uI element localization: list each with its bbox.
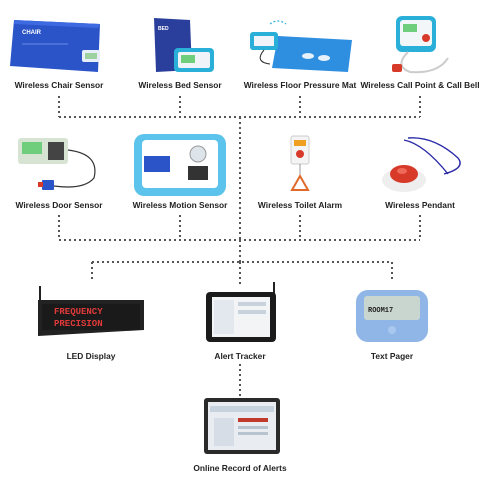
pendant-icon (382, 137, 461, 192)
pad-text: CHAIR (22, 30, 42, 36)
label-toilet-alarm: Wireless Toilet Alarm (257, 200, 343, 210)
chair-sensor-pad-icon: CHAIR (10, 20, 100, 72)
label-door-sensor: Wireless Door Sensor (15, 200, 103, 210)
motion-sensor-icon (134, 134, 226, 196)
label-text-pager: Text Pager (370, 351, 414, 361)
led-line2: PRECISION (54, 319, 103, 329)
label-alert-tracker: Alert Tracker (214, 351, 266, 361)
label-call-point: Wireless Call Point & Call Bell (360, 80, 480, 90)
pager-icon: ROOM17 (356, 290, 428, 342)
bed-sensor-pad-icon: BED (154, 18, 214, 72)
led-line1: FREQUENCY (54, 307, 103, 317)
tablet-icon (206, 282, 276, 342)
label-chair-sensor: Wireless Chair Sensor (14, 80, 104, 90)
label-online-record: Online Record of Alerts (193, 463, 287, 473)
label-floor-mat: Wireless Floor Pressure Mat (243, 80, 357, 90)
pad-text: BED (158, 26, 169, 32)
floor-mat-icon (250, 20, 352, 72)
label-bed-sensor: Wireless Bed Sensor (138, 80, 222, 90)
led-display-icon: FREQUENCY PRECISION (38, 286, 144, 336)
pager-screen-text: ROOM17 (368, 307, 393, 315)
label-led-display: LED Display (66, 351, 116, 361)
laptop-icon (204, 398, 280, 454)
door-sensor-icon (18, 138, 96, 190)
label-motion-sensor: Wireless Motion Sensor (132, 200, 228, 210)
toilet-alarm-icon (290, 135, 310, 191)
label-pendant: Wireless Pendant (385, 200, 455, 210)
call-point-icon (392, 16, 449, 74)
